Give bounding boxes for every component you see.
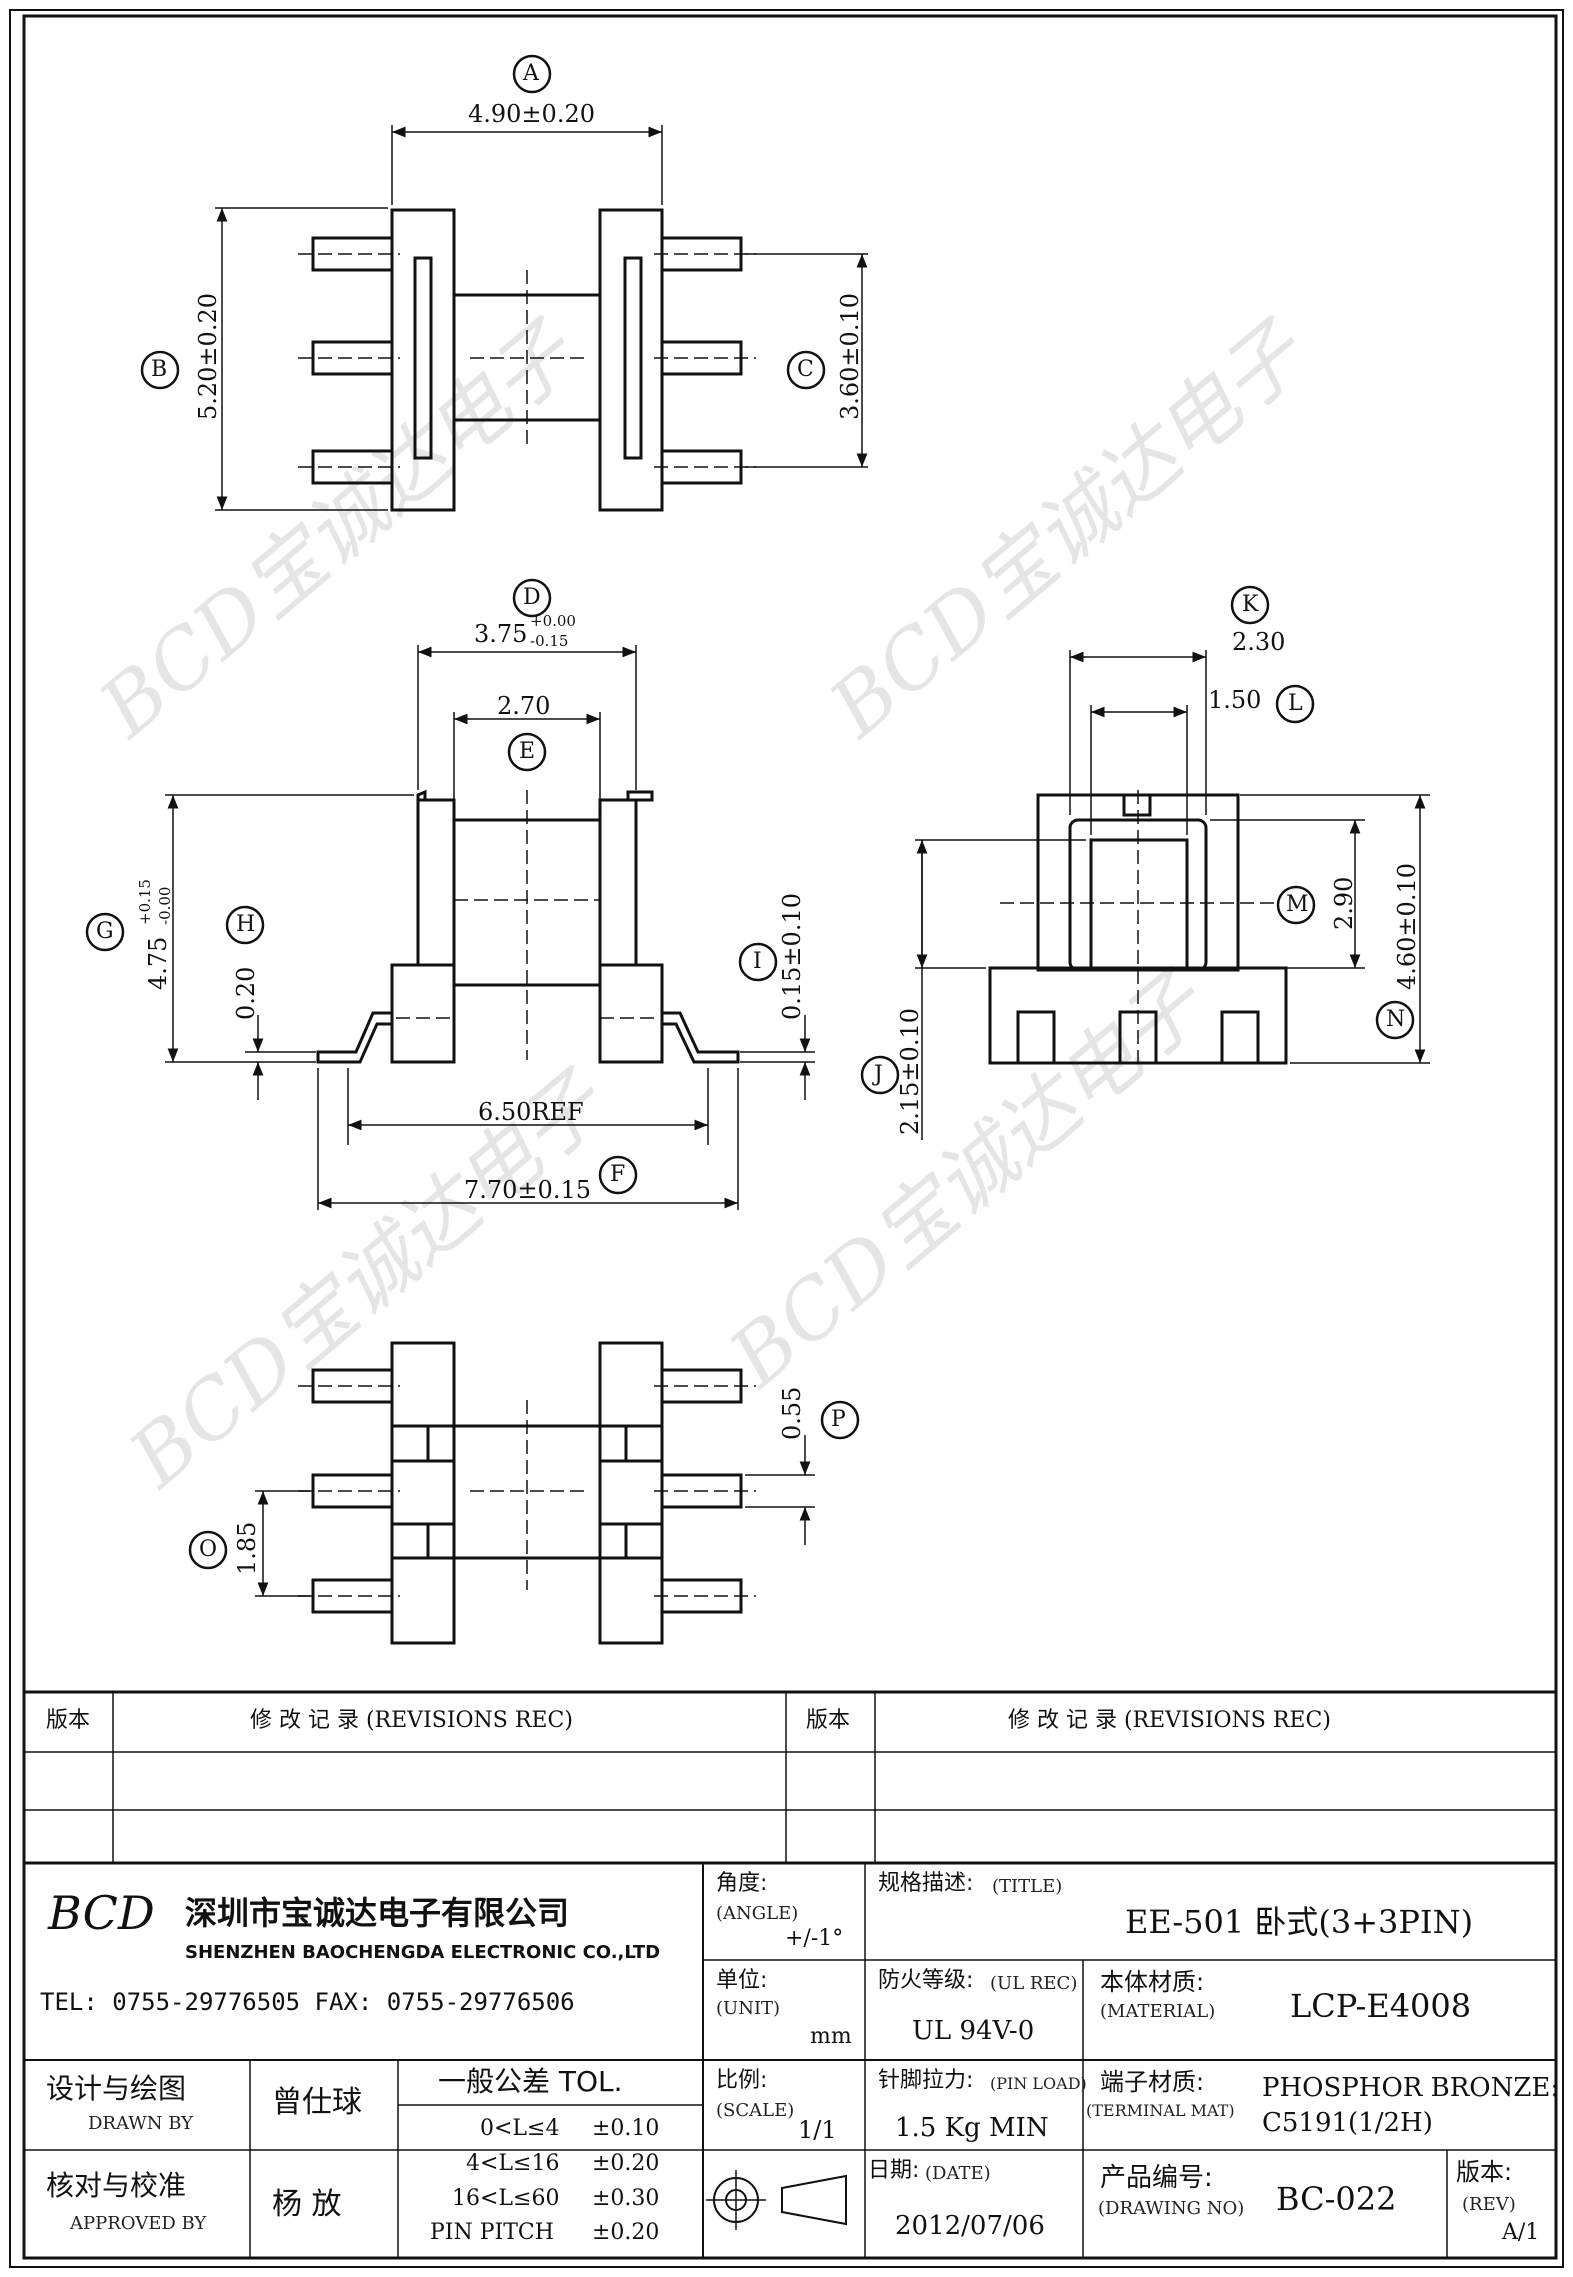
ul-label: 防火等级: xyxy=(878,1968,974,1993)
tol-row-3-value: ±0.30 xyxy=(592,2186,660,2211)
tol-label: 一般公差 TOL. xyxy=(438,2065,623,2098)
rev-label-en: (REV) xyxy=(1462,2194,1516,2215)
date-label-en: (DATE) xyxy=(925,2163,991,2184)
approved-label-en: APPROVED BY xyxy=(70,2213,207,2234)
balloon-g: G xyxy=(96,919,114,944)
tol-row-4-range: PIN PITCH xyxy=(430,2220,554,2245)
approved-label: 核对与校准 xyxy=(46,2169,187,2202)
pin-load-label-en: (PIN LOAD) xyxy=(990,2074,1087,2093)
top-view xyxy=(298,208,756,512)
balloon-f: F xyxy=(610,1162,626,1187)
angle-label-en: (ANGLE) xyxy=(716,1903,799,1924)
dim-k: 2.30 xyxy=(1232,628,1286,656)
company-tel-fax: TEL: 0755-29776505 FAX: 0755-29776506 xyxy=(40,1988,575,2016)
balloon-b: B xyxy=(151,357,168,382)
outer-border xyxy=(9,9,1564,2268)
dim-l: 1.50 xyxy=(1208,686,1262,714)
balloon-e: E xyxy=(519,739,536,764)
ul-value: UL 94V-0 xyxy=(912,2016,1035,2046)
unit-value: mm xyxy=(810,2024,852,2049)
front-view xyxy=(316,789,740,1064)
pin-load-label: 针脚拉力: xyxy=(878,2068,974,2093)
drawn-value: 曾仕球 xyxy=(272,2085,362,2120)
material-label-en: (MATERIAL) xyxy=(1100,2001,1216,2022)
balloon-p: P xyxy=(831,1407,846,1432)
rev-label: 版本: xyxy=(1456,2158,1513,2186)
angle-value: +/-1° xyxy=(785,1926,844,1951)
date-value: 2012/07/06 xyxy=(895,2211,1045,2241)
drawn-label-en: DRAWN BY xyxy=(88,2113,194,2134)
scale-label-en: (SCALE) xyxy=(716,2100,795,2121)
rev-record-label-right: 修 改 记 录 (REVISIONS REC) xyxy=(1008,1708,1331,1733)
balloons xyxy=(85,54,1415,1570)
side-view-dimensions xyxy=(915,650,1430,1140)
drawing-no-label-en: (DRAWING NO) xyxy=(1098,2198,1245,2219)
balloon-k: K xyxy=(1242,592,1259,617)
scale-value: 1/1 xyxy=(798,2116,837,2144)
tol-row-3-range: 16<L≤60 xyxy=(452,2186,560,2211)
terminal-value-1: PHOSPHOR BRONZE: xyxy=(1262,2073,1560,2103)
scale-label: 比例: xyxy=(716,2068,768,2093)
dim-d-lower: -0.15 xyxy=(530,632,569,650)
rev-record-label-left: 修 改 记 录 (REVISIONS REC) xyxy=(250,1708,573,1733)
balloon-l: L xyxy=(1288,691,1303,716)
tol-row-2-value: ±0.20 xyxy=(592,2151,660,2176)
tol-row-2-range: 4<L≤16 xyxy=(466,2151,560,2176)
title-label-en: (TITLE) xyxy=(992,1876,1063,1897)
tol-row-4-value: ±0.20 xyxy=(592,2220,660,2245)
company-name-zh: 深圳市宝诚达电子有限公司 xyxy=(185,1894,570,1932)
tol-row-1-range: 0<L≤4 xyxy=(480,2116,560,2141)
dim-d: 3.75 xyxy=(474,620,528,648)
tol-row-1-value: ±0.10 xyxy=(592,2116,660,2141)
drawing-no-label: 产品编号: xyxy=(1100,2163,1213,2193)
company-logo: BCD xyxy=(48,1886,155,1940)
drawn-label: 设计与绘图 xyxy=(46,2072,187,2105)
balloon-c: C xyxy=(797,357,814,382)
dim-f: 7.70±0.15 xyxy=(464,1176,591,1204)
title-value: EE-501 卧式(3+3PIN) xyxy=(1125,1903,1474,1941)
date-label: 日期: xyxy=(868,2158,920,2183)
balloon-n: N xyxy=(1386,1007,1406,1032)
side-view xyxy=(988,790,1288,1070)
bottom-view-dimensions xyxy=(255,1435,815,1597)
rev-value: A/1 xyxy=(1502,2220,1540,2245)
dim-e: 2.70 xyxy=(497,692,551,720)
bottom-view xyxy=(298,1341,756,1645)
top-view-dimensions xyxy=(215,125,868,511)
material-value: LCP-E4008 xyxy=(1290,1987,1472,2025)
title-label: 规格描述: xyxy=(878,1871,974,1896)
balloon-o: O xyxy=(199,1537,218,1562)
rev-version-label-right: 版本 xyxy=(806,1708,851,1733)
company-name-en: SHENZHEN BAOCHENGDA ELECTRONIC CO.,LTD xyxy=(185,1942,661,1963)
dim-a: 4.90±0.20 xyxy=(468,100,595,128)
ul-label-en: (UL REC) xyxy=(990,1973,1078,1994)
pin-load-value: 1.5 Kg MIN xyxy=(895,2113,1049,2143)
terminal-label-en: (TERMINAL MAT) xyxy=(1086,2101,1235,2120)
unit-label: 单位: xyxy=(716,1968,768,1993)
unit-label-en: (UNIT) xyxy=(716,1998,781,2019)
rev-version-label-left: 版本 xyxy=(46,1708,91,1733)
front-view-dimensions xyxy=(165,645,815,1210)
balloon-h: H xyxy=(236,912,256,937)
terminal-label: 端子材质: xyxy=(1100,2068,1205,2096)
terminal-value-2: C5191(1/2H) xyxy=(1262,2108,1433,2138)
dim-f-ref: 6.50REF xyxy=(478,1098,584,1126)
approved-value: 杨 放 xyxy=(272,2187,342,2222)
balloon-j: J xyxy=(874,1062,883,1087)
drawing-no-value: BC-022 xyxy=(1276,2180,1397,2218)
angle-label: 角度: xyxy=(716,1871,768,1896)
balloon-d: D xyxy=(523,585,541,610)
balloon-a: A xyxy=(523,61,539,86)
balloon-m: M xyxy=(1286,892,1309,917)
balloon-i: I xyxy=(753,949,762,974)
dim-d-upper: +0.00 xyxy=(530,612,576,630)
material-label: 本体材质: xyxy=(1100,1968,1205,1996)
